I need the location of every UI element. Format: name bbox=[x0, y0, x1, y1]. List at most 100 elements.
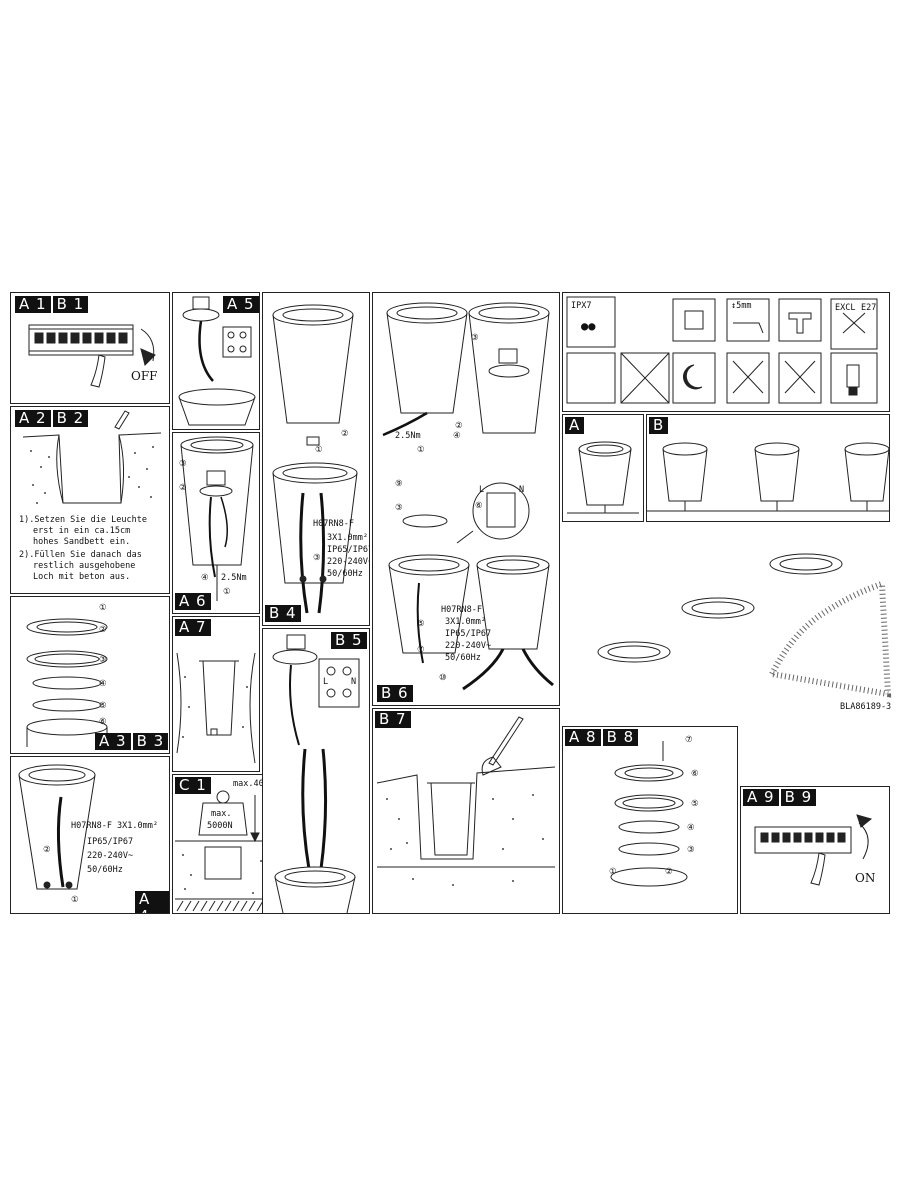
b4-cable-section: 3X1.0mm² bbox=[327, 533, 368, 543]
b6-step-6: ⑥ bbox=[475, 501, 483, 511]
label-a1: A 1 bbox=[15, 296, 51, 313]
label-c1: C 1 bbox=[175, 777, 211, 794]
panel-a4: H07RN8-F 3X1.0mm² IP65/IP67 220-240V~ 50… bbox=[10, 756, 170, 914]
b6-step-3: ③ bbox=[471, 333, 479, 343]
label-a4: A 4 bbox=[135, 891, 169, 913]
step-3: ③ bbox=[99, 655, 107, 665]
label-a6-text: A 6 bbox=[175, 593, 211, 610]
instruction-line-3: hohes Sandbett ein. bbox=[33, 537, 131, 547]
a4-spec-4: 50/60Hz bbox=[87, 865, 123, 875]
label-b4-text: B 4 bbox=[265, 605, 301, 622]
a8-step-3: ③ bbox=[687, 845, 695, 855]
a4-step-1: ① bbox=[71, 895, 79, 905]
b4-cable-type: H07RN8-F bbox=[313, 519, 354, 529]
label-b6: B 6 bbox=[377, 685, 413, 702]
panel-a8-b8: A 8 B 8 ⑦ ⑥ ⑤ ④ ③ ① ② bbox=[562, 726, 738, 914]
label-a2-b2: A 2 B 2 bbox=[15, 410, 89, 427]
b5-terminal-l: L bbox=[323, 677, 329, 687]
a4-step-2: ② bbox=[43, 845, 51, 855]
a4-spec-1: H07RN8-F 3X1.0mm² bbox=[71, 821, 158, 831]
panel-a: A bbox=[562, 414, 644, 522]
step-2: ② bbox=[99, 625, 107, 635]
a8-step-2: ② bbox=[665, 867, 673, 877]
label-b3: B 3 bbox=[132, 733, 169, 750]
b6-cable-freq: 50/60Hz bbox=[445, 653, 481, 663]
breaker-on-illustration bbox=[754, 814, 873, 886]
label-a: A bbox=[565, 417, 585, 434]
exploded-ring-illustration bbox=[26, 618, 108, 747]
lawn-scene: BLA86189-3 bbox=[562, 524, 892, 714]
panel-a2-b2: A 2 B 2 1).Setzen Sie die Leuchte erst i… bbox=[10, 406, 170, 594]
b6-cable-voltage: 220-240V~ bbox=[445, 641, 492, 651]
b6-terminal-n: N bbox=[519, 485, 525, 495]
label-b6-text: B 6 bbox=[377, 685, 413, 702]
b4-cable-freq: 50/60Hz bbox=[327, 569, 363, 579]
label-a7-text: A 7 bbox=[175, 619, 211, 636]
label-a9-b9: A 9 B 9 bbox=[743, 789, 817, 806]
panel-a3-b3: ① ② ③ ④ ⑤ ⑥ A 3 B 3 bbox=[10, 596, 170, 754]
label-a8: A 8 bbox=[565, 729, 601, 746]
b6-cable-section: 3X1.0mm² bbox=[445, 617, 486, 627]
off-label: OFF bbox=[131, 369, 158, 383]
step-4: ④ bbox=[99, 679, 107, 689]
lamp-cable-illustration bbox=[18, 764, 96, 890]
label-b7: B 7 bbox=[375, 711, 411, 728]
step-1: ① bbox=[99, 603, 107, 613]
single-lamp-illustration bbox=[567, 441, 639, 514]
panel-b5: B 5 L N bbox=[262, 628, 370, 914]
label-b5: B 5 bbox=[331, 632, 367, 649]
bury-lamp-illustration bbox=[376, 716, 556, 886]
a8-step-1: ① bbox=[609, 867, 617, 877]
a8-step-6: ⑥ bbox=[691, 769, 699, 779]
a6-step-3: ③ bbox=[179, 459, 187, 469]
label-a3-b3: A 3 B 3 bbox=[95, 733, 169, 750]
panel-a1-b1: A 1 B 1 OFF bbox=[10, 292, 170, 404]
label-a9: A 9 bbox=[743, 789, 779, 806]
panel-b4: ① ② ③ H07RN8-F 3X1.0mm² IP65/IP67 220-24… bbox=[262, 292, 370, 626]
connector-illustration bbox=[178, 296, 256, 426]
installed-lamps-illustration bbox=[597, 553, 892, 698]
label-b: B bbox=[649, 417, 669, 434]
label-a-text: A bbox=[565, 417, 585, 434]
instruction-line-6: Loch mit beton aus. bbox=[33, 572, 131, 582]
b4-step-2: ② bbox=[341, 429, 349, 439]
a6-step-1: ① bbox=[223, 587, 231, 597]
b6-step-2: ② bbox=[455, 421, 463, 431]
b6-terminal-l: L bbox=[479, 485, 485, 495]
on-label: ON bbox=[855, 871, 876, 885]
instruction-line-1: 1).Setzen Sie die Leuchte bbox=[19, 515, 147, 525]
a6-step-2: ② bbox=[179, 483, 187, 493]
panel-b7: B 7 bbox=[372, 708, 560, 914]
b6-torque: 2.5Nm bbox=[395, 431, 421, 441]
water-drops-icon: ●● bbox=[581, 319, 596, 333]
panel-b: B bbox=[646, 414, 890, 522]
b6-step-7: ⑦ bbox=[417, 645, 425, 655]
a8-step-4: ④ bbox=[687, 823, 695, 833]
b6-step-3b: ③ bbox=[395, 503, 403, 513]
b6-step-5: ⑤ bbox=[417, 619, 425, 629]
lamp-body-illustration bbox=[272, 304, 358, 614]
step-6: ⑥ bbox=[99, 717, 107, 727]
a8-step-7: ⑦ bbox=[685, 735, 693, 745]
breaker-switches bbox=[34, 332, 128, 344]
label-b7-text: B 7 bbox=[375, 711, 411, 728]
label-c1-text: C 1 bbox=[175, 777, 211, 794]
b4-step-3: ③ bbox=[313, 553, 321, 563]
dims-label: ↕5mm bbox=[731, 301, 752, 311]
instruction-sheet: A 1 B 1 OFF A 2 B 2 bbox=[10, 292, 892, 914]
instruction-line-2: erst in ein ca.15cm bbox=[33, 526, 131, 536]
b6-step-10: ⑩ bbox=[439, 673, 447, 683]
label-b4: B 4 bbox=[265, 605, 301, 622]
lamp-open-illustration bbox=[180, 436, 254, 601]
label-a2: A 2 bbox=[15, 410, 51, 427]
dig-hole-illustration bbox=[22, 410, 162, 504]
b6-cable-ip: IP65/IP67 bbox=[445, 629, 492, 639]
panel-symbols: IPX7 ↕5mm EXCL E27 ●● bbox=[562, 292, 890, 412]
load-rating-illustration bbox=[175, 790, 277, 912]
label-b1: B 1 bbox=[52, 296, 89, 313]
label-b8: B 8 bbox=[602, 729, 639, 746]
panel-b6: 2.5Nm ④ ① ② ③ ⑨ ③ ⑥ L N H07RN8-F 3X1.0mm… bbox=[372, 292, 560, 706]
e27-label: E27 bbox=[861, 303, 877, 313]
b5-terminal-n: N bbox=[351, 677, 357, 687]
label-a7: A 7 bbox=[175, 619, 211, 636]
